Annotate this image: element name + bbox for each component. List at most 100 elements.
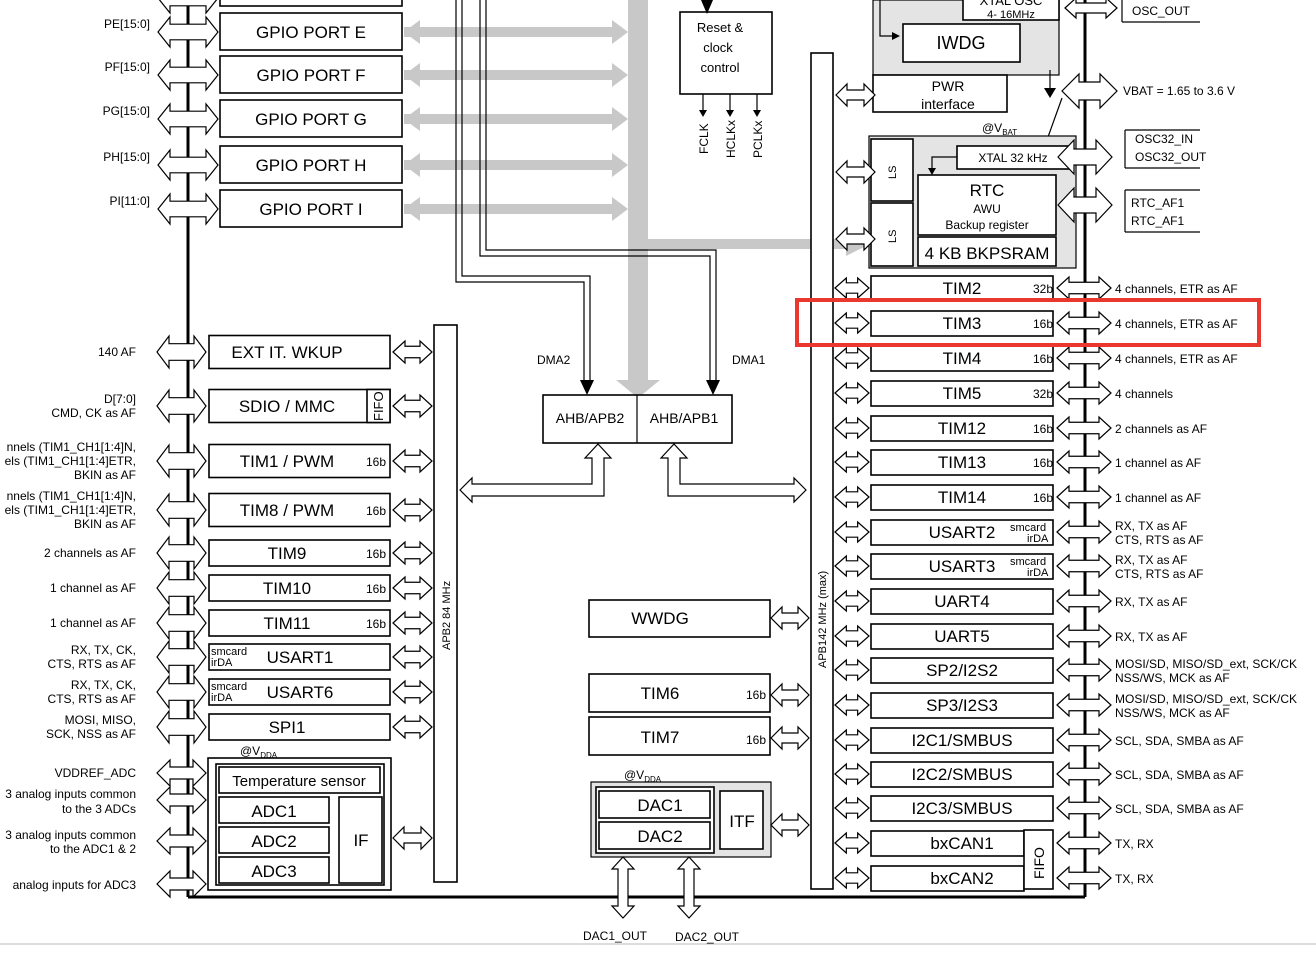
adc-block: @VDDA Temperature sensor ADC1 ADC2 ADC3 … bbox=[5, 744, 433, 899]
xtal32-label: XTAL 32 kHz bbox=[978, 151, 1047, 165]
rtc-af1-label-b: RTC_AF1 bbox=[1131, 214, 1184, 228]
vbat-domain-label: @VBAT bbox=[982, 121, 1017, 137]
ahb-apb1-label: AHB/APB1 bbox=[650, 410, 719, 426]
gpio-port-label: GPIO PORT H bbox=[256, 156, 367, 175]
right-bus-arrow bbox=[834, 520, 870, 544]
gpio-port-label: GPIO PORT I bbox=[259, 200, 362, 219]
gpio-port-box bbox=[219, 189, 403, 228]
right-block-bits: 16b bbox=[1033, 422, 1053, 436]
left-signal-label: els (TIM1_CH1[1:4]ETR, bbox=[5, 503, 136, 517]
right-io-arrow bbox=[1056, 345, 1112, 371]
left-io-arrow bbox=[156, 709, 207, 745]
tim7-label: TIM7 bbox=[641, 728, 680, 747]
vbat-label: VBAT = 1.65 to 3.6 V bbox=[1123, 84, 1235, 98]
right-bus-arrow bbox=[834, 381, 870, 405]
right-block-label: UART5 bbox=[934, 627, 989, 646]
right-signal-label: RX, TX as AF bbox=[1115, 595, 1187, 609]
right-io-arrow bbox=[1056, 795, 1112, 821]
right-bus-arrow bbox=[834, 450, 870, 474]
right-block-label: I2C2/SMBUS bbox=[911, 765, 1012, 784]
left-signal-label: MOSI, MISO, bbox=[65, 713, 136, 727]
right-block-label: SP3/I2S3 bbox=[926, 696, 998, 715]
gpio-port-arrow bbox=[157, 192, 219, 226]
left-block-box bbox=[208, 574, 391, 602]
right-block-label: TIM3 bbox=[943, 314, 982, 333]
left-block-label: TIM10 bbox=[263, 579, 311, 598]
dac1-label: DAC1 bbox=[637, 796, 682, 815]
left-bus-arrow bbox=[392, 448, 433, 474]
osc32-in-label: OSC32_IN bbox=[1135, 132, 1193, 146]
right-block-label: I2C3/SMBUS bbox=[911, 799, 1012, 818]
right-block-box bbox=[870, 380, 1054, 407]
right-block-box bbox=[870, 275, 1054, 302]
ahb-apb2-label: AHB/APB2 bbox=[556, 410, 625, 426]
left-block-label: TIM9 bbox=[268, 544, 307, 563]
left-signal-label: els (TIM1_CH1[1:4]ETR, bbox=[5, 454, 136, 468]
left-block-tag-smcard: smcard bbox=[211, 681, 247, 693]
left-block-bits: 16b bbox=[366, 504, 386, 518]
apb2-bus-label: APB2 84 MHz bbox=[441, 581, 453, 650]
right-bus-arrow bbox=[834, 589, 870, 613]
gpio-port-label: GPIO PORT E bbox=[256, 23, 366, 42]
left-block-box bbox=[208, 643, 391, 671]
gpio-bus-arrow bbox=[404, 63, 628, 87]
left-io-arrow bbox=[156, 674, 207, 710]
left-block-box bbox=[208, 334, 391, 370]
right-io-arrow bbox=[1056, 588, 1112, 614]
right-block-box bbox=[870, 761, 1054, 788]
right-block-label: SP2/I2S2 bbox=[926, 661, 998, 680]
right-signal-label: TX, RX bbox=[1115, 872, 1154, 886]
hclk-label: HCLKx bbox=[724, 120, 738, 158]
right-block-bits: 16b bbox=[1033, 352, 1053, 366]
right-io-arrow bbox=[1056, 449, 1112, 475]
can-fifo-block: FIFO bbox=[1023, 829, 1054, 890]
left-signal-label: CTS, RTS as AF bbox=[48, 657, 136, 671]
right-signal-label: 2 channels as AF bbox=[1115, 422, 1207, 436]
right-io-arrow bbox=[1056, 553, 1112, 579]
left-io-arrow bbox=[156, 334, 207, 370]
right-bus-arrow bbox=[834, 276, 870, 300]
right-bus-arrow bbox=[834, 796, 870, 820]
adc2-label: ADC2 bbox=[251, 832, 296, 851]
adc-sig-a1: 3 analog inputs common bbox=[5, 787, 136, 801]
left-bus-arrow bbox=[392, 339, 433, 365]
right-io-arrow bbox=[1056, 623, 1112, 649]
right-bus-arrow bbox=[834, 866, 870, 890]
xtal-osc-label: XTAL OSC bbox=[980, 0, 1043, 8]
right-block-label: bxCAN1 bbox=[930, 834, 993, 853]
dac2-label: DAC2 bbox=[637, 827, 682, 846]
gpio-port-box bbox=[219, 55, 403, 94]
vddref-adc-label: VDDREF_ADC bbox=[55, 766, 137, 780]
right-block-box bbox=[870, 623, 1054, 650]
left-signal-label: RX, TX, CK, bbox=[71, 678, 136, 692]
osc32-out-label: OSC32_OUT bbox=[1135, 150, 1207, 164]
right-io-arrow bbox=[1056, 275, 1112, 301]
gpio-port-1: GPIO PORT FPF[15:0] bbox=[105, 55, 403, 94]
left-block-bits: 16b bbox=[366, 582, 386, 596]
left-bus-arrow bbox=[392, 575, 433, 601]
apb1-bus-label: APB142 MHz (max) bbox=[817, 571, 829, 668]
right-block-bits: 16b bbox=[1033, 317, 1053, 331]
gpio-port-arrow bbox=[157, 148, 219, 182]
left-signal-label: SCK, NSS as AF bbox=[46, 727, 136, 741]
left-signal-label: nnels (TIM1_CH1[1:4]N, bbox=[7, 489, 136, 503]
sdio-fifo-label: FIFO bbox=[371, 391, 386, 421]
left-bus-arrow bbox=[392, 679, 433, 705]
adc-sig-a2: to the 3 ADCs bbox=[62, 802, 136, 816]
right-io-arrow bbox=[1056, 484, 1112, 510]
gpio-port-box bbox=[219, 99, 403, 138]
left-signal-label: BKIN as AF bbox=[74, 468, 136, 482]
gpio-bus-arrow bbox=[404, 153, 628, 177]
gpio-port-3: GPIO PORT HPH[15:0] bbox=[103, 145, 403, 184]
gpio-pins-label: PI[11:0] bbox=[110, 194, 150, 208]
